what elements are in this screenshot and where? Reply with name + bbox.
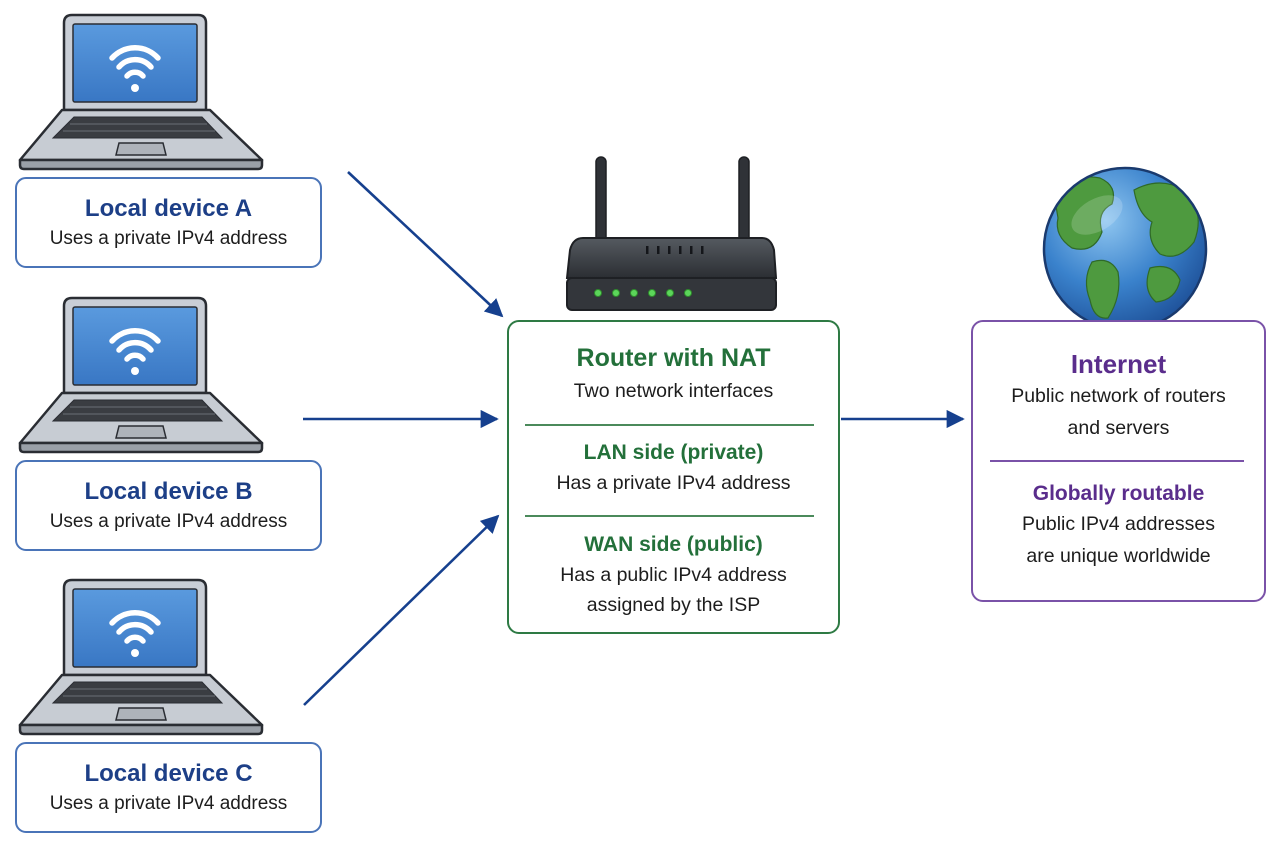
wan-title: WAN side (public)	[584, 533, 763, 556]
internet-title: Internet	[1070, 349, 1167, 379]
internet-sub-line2: are unique worldwide	[1026, 545, 1211, 567]
arrow-device-a-to-router	[347, 171, 504, 318]
laptop-wifi-icon	[20, 15, 262, 169]
router-title: Router with NAT	[576, 344, 771, 372]
router-box: Router with NAT Two network interfaces L…	[507, 320, 840, 634]
globe-icon	[1042, 166, 1208, 332]
device-description: Uses a private IPv4 address	[49, 511, 288, 532]
device-title: Local device B	[84, 478, 253, 505]
device-box-b: Local device B Uses a private IPv4 addre…	[15, 460, 322, 551]
arrow-device-c-to-router	[303, 514, 500, 706]
internet-sub-title: Globally routable	[1032, 482, 1205, 505]
router-divider	[525, 424, 814, 426]
router-divider	[525, 515, 814, 517]
internet-box: Internet Public network of routers and s…	[971, 320, 1266, 602]
lan-description: Has a private IPv4 address	[556, 472, 791, 494]
router-subtitle: Two network interfaces	[573, 380, 774, 402]
device-description: Uses a private IPv4 address	[49, 793, 288, 814]
laptop-wifi-icon	[20, 298, 262, 452]
router-icon	[565, 156, 778, 311]
internet-divider	[990, 460, 1244, 462]
device-title: Local device A	[84, 195, 253, 222]
device-box-c: Local device C Uses a private IPv4 addre…	[15, 742, 322, 833]
lan-title: LAN side (private)	[583, 441, 764, 464]
device-box-a: Local device A Uses a private IPv4 addre…	[15, 177, 322, 268]
wan-description-line2: assigned by the ISP	[586, 594, 761, 616]
wan-description-line1: Has a public IPv4 address	[560, 564, 787, 586]
device-title: Local device C	[84, 760, 253, 787]
device-description: Uses a private IPv4 address	[49, 228, 288, 249]
laptop-wifi-icon	[20, 580, 262, 734]
internet-description-line1: Public network of routers	[1011, 385, 1226, 407]
internet-description-line2: and servers	[1067, 417, 1170, 439]
internet-sub-line1: Public IPv4 addresses	[1022, 513, 1215, 535]
